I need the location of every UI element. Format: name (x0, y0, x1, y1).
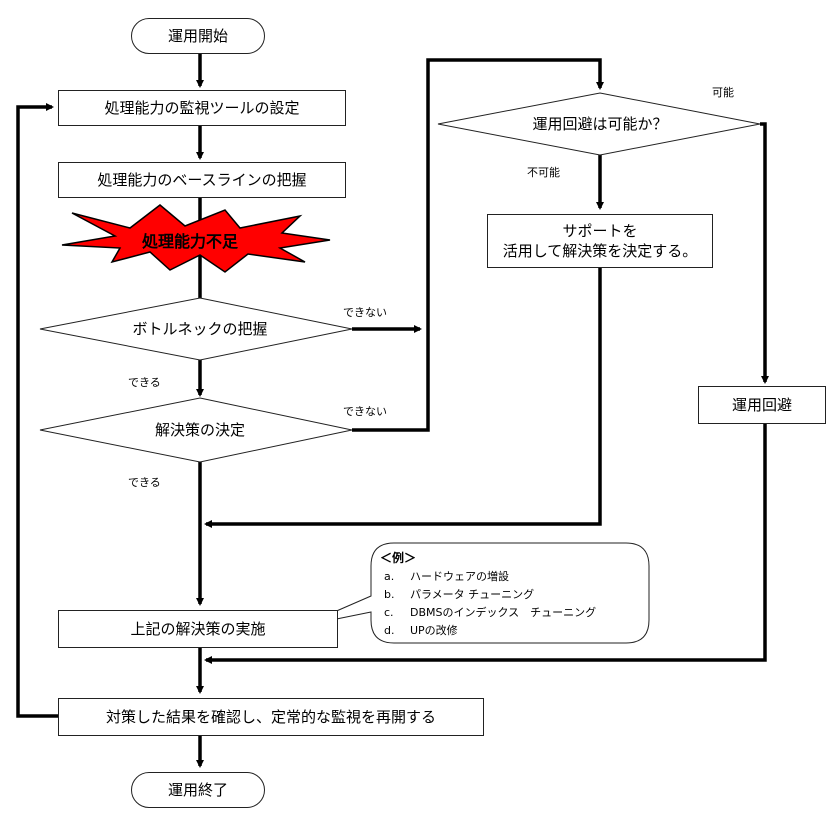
support-label-line2: 活用して解決策を決定する。 (502, 242, 698, 260)
edge-label-possible: 可能 (712, 86, 734, 99)
decision-avoidance (437, 92, 761, 156)
end-label: 運用終了 (167, 781, 228, 799)
decide-solution-label: 解決策の決定 (154, 421, 245, 439)
note-item-text: パラメータ チューニング (410, 588, 535, 601)
edge-label-can-2: できる (128, 476, 161, 489)
end-terminal: 運用終了 (131, 772, 265, 808)
edge-avoid-possible (760, 122, 769, 384)
shortage-burst (61, 204, 331, 273)
bottleneck-label: ボトルネックの把握 (132, 320, 268, 338)
start-terminal: 運用開始 (131, 18, 265, 54)
avoidance-label: 運用回避 (731, 396, 792, 414)
start-label: 運用開始 (167, 27, 228, 45)
support-label-line1: サポートを (562, 222, 638, 240)
setup-tool-box: 処理能力の監視ツールの設定 (58, 90, 346, 126)
note-item-marker: d. (384, 624, 395, 637)
decide-solution-label-wrap: 解決策の決定 (90, 419, 310, 441)
note-item-marker: a. (384, 570, 395, 583)
edge-label-cannot-1: できない (343, 306, 387, 319)
decision-bottleneck (39, 297, 353, 361)
confirm-box: 対策した結果を確認し、定常的な監視を再開する (58, 698, 484, 736)
confirm-label: 対策した結果を確認し、定常的な監視を再開する (105, 708, 436, 726)
edge-support-to-implement (204, 268, 602, 528)
decision-solution (39, 397, 353, 463)
edge-decide-cannot (352, 58, 604, 432)
note-item: b. パラメータ チューニング (384, 586, 644, 602)
note-item: a. ハードウェアの増設 (384, 568, 644, 584)
note-content: ＜例＞ a. ハードウェアの増設 b. パラメータ チューニング c. DBMSのイン… (380, 549, 644, 638)
edge-label-can-1: できる (128, 376, 161, 389)
baseline-label: 処理能力のベースラインの把握 (97, 171, 307, 189)
bottleneck-label-wrap: ボトルネックの把握 (90, 318, 310, 340)
note-item-marker: c. (384, 606, 394, 619)
note-item-text: ハードウェアの増設 (410, 570, 509, 583)
support-box: サポートを 活用して解決策を決定する。 (487, 214, 713, 268)
note-item: d. UPの改修 (384, 622, 644, 638)
edge-label-cannot-2: できない (343, 405, 387, 418)
avoidance-box: 運用回避 (698, 386, 826, 424)
setup-tool-label: 処理能力の監視ツールの設定 (104, 99, 300, 117)
note-item-text: DBMSのインデックス チューニング (410, 606, 597, 619)
implement-label: 上記の解決策の実施 (130, 620, 266, 638)
edge-loop-back (16, 103, 58, 718)
note-item-marker: b. (384, 588, 395, 601)
edge-label-impossible: 不可能 (527, 166, 560, 179)
baseline-box: 処理能力のベースラインの把握 (58, 162, 346, 198)
callout-note (301, 542, 650, 644)
avoidance-question-label: 運用回避は可能か？ (532, 115, 668, 133)
edge-avoidance-to-main (204, 424, 767, 664)
note-item: c. DBMSのインデックス チューニング (384, 604, 644, 620)
shortage-label: 処理能力不足 (142, 232, 239, 251)
note-title: ＜例＞ (380, 551, 417, 565)
implement-box: 上記の解決策の実施 (58, 610, 338, 648)
note-item-text: UPの改修 (410, 624, 458, 637)
avoidance-question-label-wrap: 運用回避は可能か？ (490, 113, 710, 135)
